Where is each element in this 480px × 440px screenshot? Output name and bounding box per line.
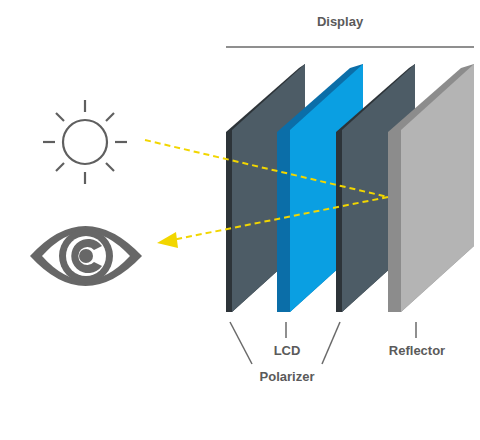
reflector-panel <box>388 64 474 312</box>
group-label: Display <box>317 14 363 30</box>
light-ray <box>145 140 388 248</box>
leader-lines <box>230 322 416 364</box>
eye-icon <box>30 226 142 286</box>
sun-icon <box>43 100 127 184</box>
bracket-line <box>226 46 474 48</box>
part-label: Polarizer <box>260 369 315 385</box>
part-label: Reflector <box>389 343 445 359</box>
part-label: LCD <box>274 343 301 359</box>
